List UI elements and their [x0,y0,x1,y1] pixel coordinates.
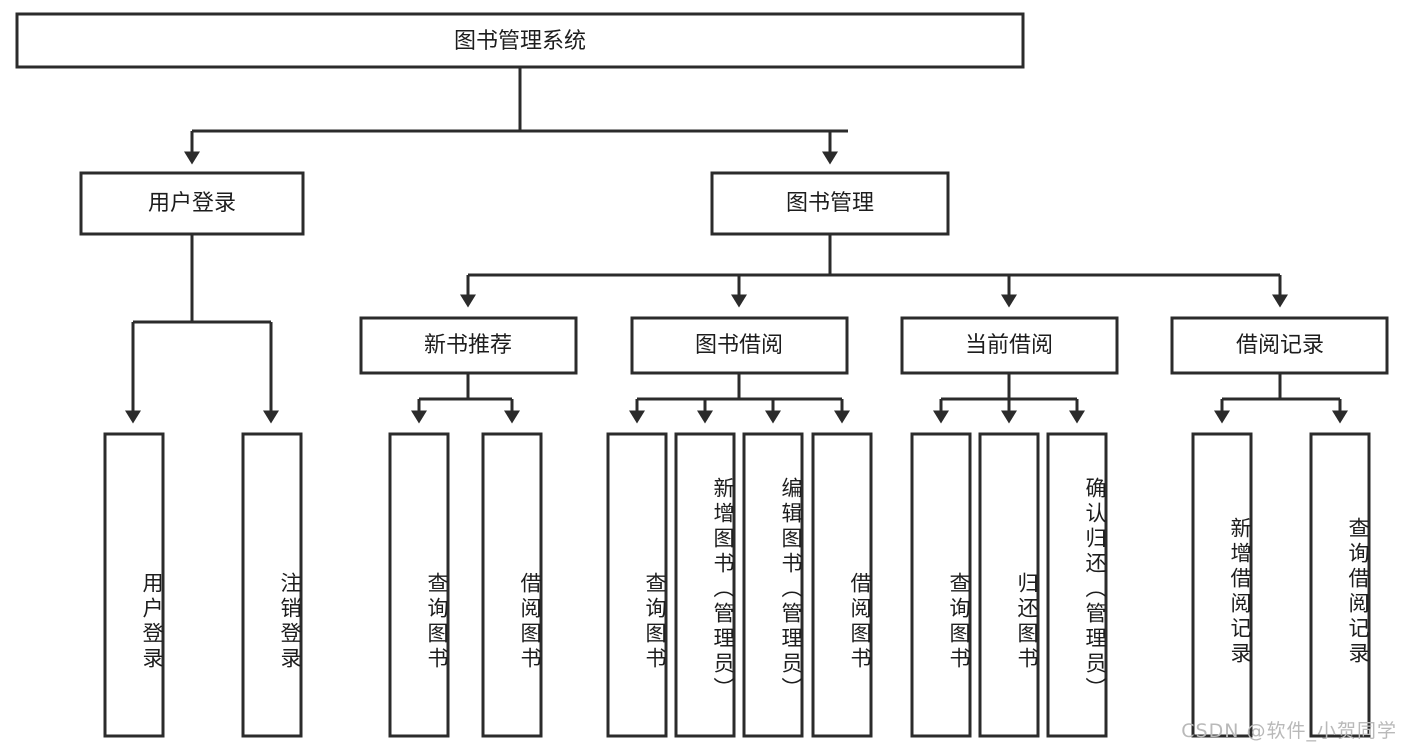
node-new-book-recommend[interactable]: 新书推荐 [359,316,578,375]
node-user-login[interactable]: 用户登录 [79,171,305,236]
leaf-box-borrow-book-1[interactable] [481,432,543,738]
node-root-label: 图书管理系统 [454,29,586,54]
leaf-box-query-record[interactable] [1309,432,1371,738]
node-book-borrow[interactable]: 图书借阅 [630,316,849,375]
connector-root-to-level2 [184,67,848,165]
node-user-login-label: 用户登录 [148,191,236,216]
connector-borrow-to-leaves [629,373,850,424]
node-current-borrow-label: 当前借阅 [965,333,1053,358]
leaf-box-query-book-3[interactable] [910,432,972,738]
connector-bookmgmt-to-level3 [460,234,1288,308]
connector-records-to-leaves [1214,373,1348,424]
node-new-book-recommend-label: 新书推荐 [424,333,512,358]
leaf-box-add-book-admin[interactable] [674,432,736,738]
leaf-box-query-book-2[interactable] [606,432,668,738]
node-book-management[interactable]: 图书管理 [710,171,950,236]
leaf-box-edit-book-admin[interactable] [742,432,804,738]
node-current-borrow[interactable]: 当前借阅 [900,316,1119,375]
connector-userlogin-to-leaves [125,234,279,424]
leaf-box-user-login[interactable] [103,432,165,738]
leaf-box-add-record[interactable] [1191,432,1253,738]
leaf-box-logout[interactable] [241,432,303,738]
node-borrow-records[interactable]: 借阅记录 [1170,316,1389,375]
node-root[interactable]: 图书管理系统 [15,12,1025,69]
node-borrow-records-label: 借阅记录 [1236,333,1324,358]
leaf-box-query-book-1[interactable] [388,432,450,738]
connector-current-to-leaves [933,373,1085,424]
node-book-borrow-label: 图书借阅 [695,333,783,358]
leaf-node-group [103,432,1371,738]
leaf-box-return-book[interactable] [978,432,1040,738]
node-book-management-label: 图书管理 [786,191,874,216]
leaf-box-borrow-book-2[interactable] [811,432,873,738]
watermark-text: CSDN @软件_小贺同学 [1181,720,1397,742]
connector-newbook-to-leaves [411,373,520,424]
leaf-box-confirm-return[interactable] [1046,432,1108,738]
